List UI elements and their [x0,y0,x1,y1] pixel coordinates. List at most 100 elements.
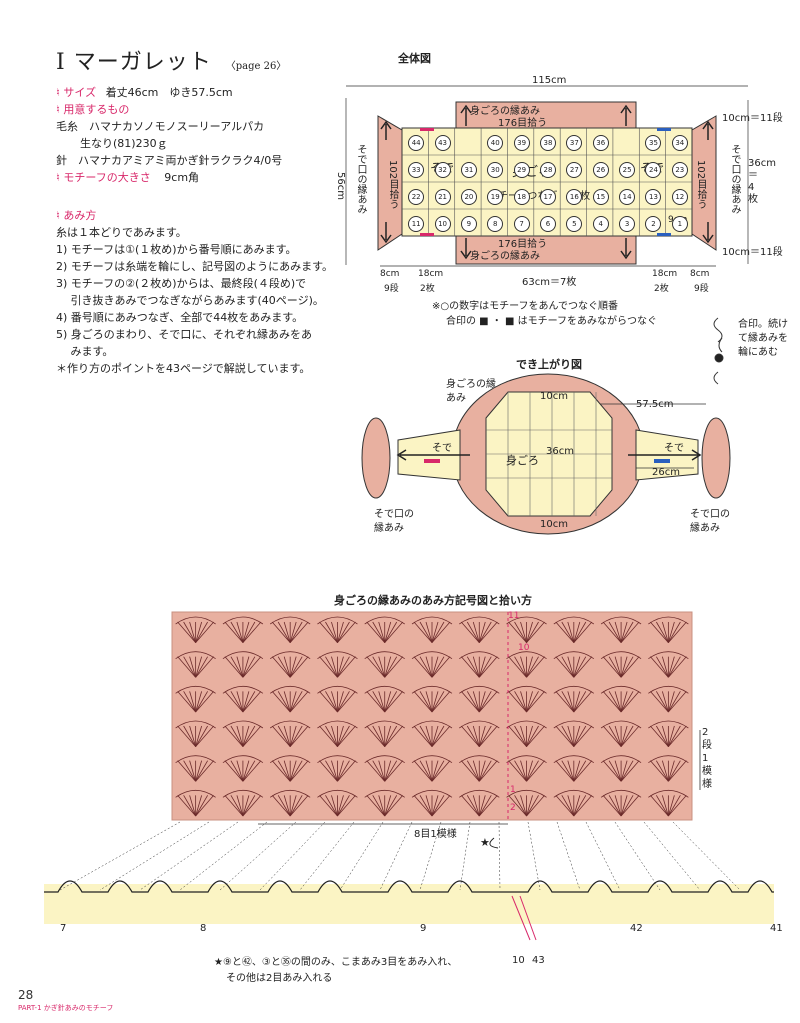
motif-number: 22 [408,188,425,205]
size-label: ♮ サイズ [56,86,97,99]
motif-number: 14 [619,188,636,205]
overall-grid-lines [402,128,692,236]
motif-number: 40 [487,134,504,151]
overall-cuff-left-label: そで口の縁あみ [355,144,366,214]
overall-bottom-pick: 176目拾う [498,239,548,250]
method-step: 4) 番号順にあみつなぎ、全部で44枚をあみます。 [56,311,304,324]
overall-width: 115cm [532,75,567,86]
finished-sleeve-width: 26cm [652,467,680,478]
chart-title: 身ごろの縁あみのあみ方記号図と拾い方 [334,594,532,607]
method-step: 糸は１本どりであみます。 [56,226,187,239]
method-step: 5) 身ごろのまわり、そで口に、それぞれ縁あみをあ [56,328,313,341]
chart-row-mark: 11 [508,611,520,621]
chart-note-1: ★⑨と㊷、③と㉟の間のみ、こまあみ3目をあみ入れ、 [214,957,458,968]
dim-8a-rows: 9段 [384,284,399,294]
motif-number: 24 [645,161,662,178]
motif-number: 36 [592,134,609,151]
materials-label: ♮ 用意するもの [56,103,130,116]
motif-number: 16 [566,188,583,205]
marker-red [420,233,434,236]
motif-number: 26 [592,161,609,178]
dim-8b-rows: 9段 [694,284,709,294]
motif-size-label: ♮ モチーフの大きさ [56,171,151,184]
title-text: マーガレット [73,50,212,75]
svg-text:★: ★ [480,836,490,849]
dim-8b: 8cm [690,269,710,279]
finished-width: 57.5cm [636,399,674,410]
title-page-ref: 〈page 26〉 [225,61,287,72]
motif-number: 5 [566,215,583,232]
overall-top-edge: 身ごろの縁あみ [470,106,540,117]
motif-number: 19 [487,188,504,205]
hook-text: 針 ハマナカアミアミ両かぎ針ラクラク4/0号 [56,154,283,167]
overall-note-2: 合印の ■ ・ ■ はモチーフをあみながらつなぐ [446,316,658,327]
finished-bottom: 10cm [540,519,568,530]
motif-number: 13 [645,188,662,205]
stitch-chart-band [171,611,693,821]
motif-edge-outline [44,880,774,893]
motif-number: 15 [592,188,609,205]
method-step: 引き抜きあみでつなぎながらあみます(40ページ)。 [56,294,324,307]
motif-size-row: ♮ モチーフの大きさ 9cm角 [56,169,199,186]
finished-height: 36cm [546,446,574,457]
motif-number: 28 [540,161,556,178]
overall-bottom-band [455,235,637,265]
motif-number: 27 [566,161,583,178]
finished-sleeve-right: そで [664,443,684,454]
method-step: みます。 [56,345,114,358]
overall-title: 全体図 [398,52,431,65]
motif-number: 31 [460,161,477,178]
finished-top: 10cm [540,391,568,402]
motif-label: 43 [532,955,545,966]
dim-18b-count: 2枚 [654,284,669,294]
motif-number: 32 [434,161,451,178]
method-step: 1) モチーフは①(１枚め)から番号順にあみます。 [56,243,297,256]
motif-number: 6 [540,215,556,232]
overall-top-pick: 176目拾う [498,118,548,129]
method-step: 3) モチーフの②(２枚め)からは、最終段(４段め)で [56,277,307,290]
motif-number: 20 [460,188,477,205]
finished-title: でき上がり図 [516,358,582,371]
finished-cuff-left [361,417,391,499]
size-value: 着丈46cm ゆき57.5cm [105,86,233,99]
dim-18a: 18cm [418,269,444,279]
motif-number: 17 [540,188,556,205]
marker-red [420,128,434,131]
motif-number: 44 [408,134,425,151]
motif-number: 37 [566,134,583,151]
motif-number: 10 [434,215,451,232]
size-row: ♮ サイズ 着丈46cm ゆき57.5cm [56,84,233,101]
finished-cuff-right [701,417,731,499]
page-footer: 28 PART-1 かぎ針あみのモチーフ [18,988,113,1013]
chart-row-mark: 2 [510,803,516,813]
motif-size-value: 9cm角 [164,171,200,184]
chart-row-mark: 1 [510,785,516,795]
motif-label: 9 [420,923,427,934]
overall-cuff-right-label: そで口の縁あみ [729,144,740,214]
page-title: I マーガレット 〈page 26〉 [56,44,286,76]
finished-edge-label: 身ごろの縁あみ [446,379,496,404]
motif-number: 1 [671,215,688,232]
part-label: PART-1 かぎ針あみのモチーフ [18,1004,114,1012]
motif-number: 9 [460,215,477,232]
motif-number: 23 [671,161,688,178]
overall-motif-join: モチーフつなぎ 44枚 [488,188,590,205]
motif-number: 2 [645,215,662,232]
overall-height: 56cm [335,172,346,200]
finished-sleeve-left: そで [432,443,452,454]
title-roman: I [56,50,66,75]
motif-label: 10 [512,955,525,966]
motif-number: 35 [645,134,662,151]
motif-number: 18 [513,188,530,205]
marker-blue [657,128,671,131]
motif-number: 11 [408,215,425,232]
page-number: 28 [18,988,34,1002]
overall-right-top: 10cm＝11段 [722,113,783,124]
dim-8a: 8cm [380,269,400,279]
overall-bottom-edge: 身ごろの縁あみ [470,251,540,262]
motif-number: 12 [671,188,688,205]
chart-repeat-vertical: 2段1模様 [702,727,712,790]
motif-number: 25 [619,161,636,178]
yarn-color-text: 生なり(81)230ｇ [80,137,168,150]
